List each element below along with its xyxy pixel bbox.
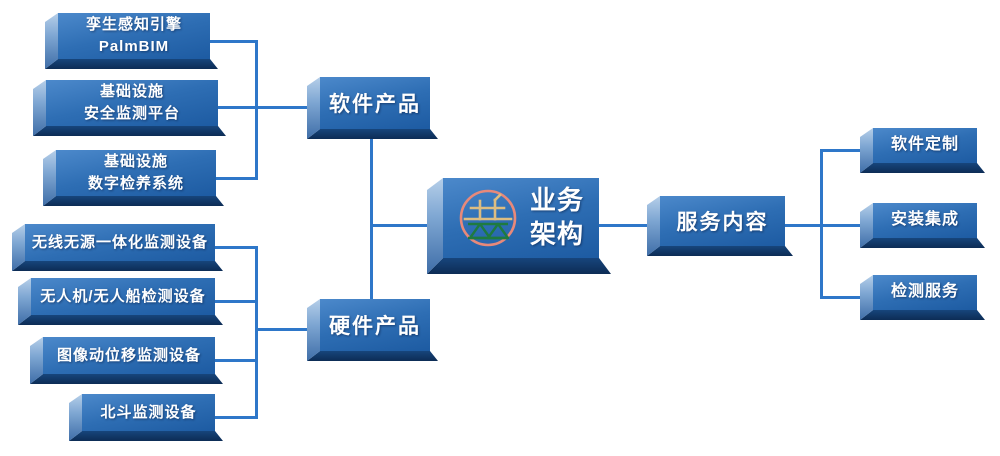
box-face: 软件产品 [320,77,430,129]
box-bottom-face [33,126,226,136]
node-label: 检测服务 [890,283,959,301]
box-left-face [860,128,873,173]
connector-bus-r3 [820,296,865,299]
box-face: 基础设施 数字检养系统 [56,150,216,196]
box-face: 孪生感知引擎 PalmBIM [58,13,210,59]
node-label: 图像动位移监测设备 [56,346,201,364]
box-left-face [69,394,82,441]
node-label: 软件定制 [890,136,959,154]
box-left-face [860,275,873,320]
box-left-face [307,299,320,361]
box-bottom-face [69,431,223,441]
node-beidou-monitor: 北斗监测设备 [69,394,215,441]
node-testing-service: 检测服务 [860,275,977,320]
connector-hw3-bus [210,359,258,362]
bus-hardware [255,246,258,419]
box-face: 软件定制 [873,128,977,163]
node-infra-safety-platform: 基础设施 安全监测平台 [33,80,218,136]
node-label: 软件产品 [329,93,421,116]
node-label-line: 孪生感知引擎 [85,16,182,34]
connector-hw4-bus [210,416,258,419]
trunk-software-hardware [370,139,373,301]
connector-bus-r1 [820,149,865,152]
box-bottom-face [45,59,218,69]
box-left-face [45,13,58,69]
center-title: 业务 架构 [530,184,584,252]
box-left-face [12,224,25,271]
node-label-line: 基础设施 [99,83,164,101]
node-infra-digital-inspection: 基础设施 数字检养系统 [43,150,216,206]
node-uav-usv-inspection: 无人机/无人船检测设备 [18,278,215,325]
box-left-face [33,80,46,136]
box-face: 服务内容 [660,196,785,246]
center-title-line: 业务 [529,185,584,216]
box-left-face [427,178,443,274]
box-left-face [43,150,56,206]
box-bottom-face [30,374,223,384]
connector-center-service [597,224,650,227]
box-bottom-face [43,196,224,206]
box-face: 业务 架构 [443,178,599,258]
box-face: 安装集成 [873,203,977,238]
box-left-face [647,196,660,256]
box-face: 检测服务 [873,275,977,310]
node-business-architecture: 业务 架构 [427,178,599,274]
node-palmbim-engine: 孪生感知引擎 PalmBIM [45,13,210,69]
box-left-face [30,337,43,384]
box-bottom-face [12,261,223,271]
box-bottom-face [647,246,793,256]
box-face: 无线无源一体化监测设备 [25,224,215,261]
node-label-line: 安全监测平台 [83,105,180,122]
connector-hw2-bus [210,300,258,303]
node-label-line: PalmBIM [98,38,170,55]
connector-sw1-bus [205,40,258,43]
center-title-line: 架构 [529,219,584,249]
box-face: 无人机/无人船检测设备 [31,278,215,315]
node-label: 安装集成 [890,211,959,229]
connector-sw3-bus [211,177,258,180]
connector-hw1-bus [210,246,258,249]
box-face: 图像动位移监测设备 [43,337,215,374]
box-bottom-face [307,129,438,139]
node-label-line: 数字检养系统 [87,175,184,192]
node-software-customization: 软件定制 [860,128,977,173]
box-bottom-face [860,310,985,320]
node-installation-integration: 安装集成 [860,203,977,248]
box-face: 基础设施 安全监测平台 [46,80,218,126]
node-label: 无线无源一体化监测设备 [31,233,208,251]
box-left-face [18,278,31,325]
connector-bus-hardware-node [255,328,312,331]
box-bottom-face [307,351,438,361]
node-label: 硬件产品 [329,315,421,338]
box-bottom-face [860,163,985,173]
node-label: 北斗监测设备 [100,403,197,421]
box-bottom-face [18,315,223,325]
box-left-face [860,203,873,248]
connector-trunk-center [370,224,432,227]
box-left-face [307,77,320,139]
bus-software [255,40,258,180]
node-hardware-products: 硬件产品 [307,299,430,361]
node-software-products: 软件产品 [307,77,430,139]
civil-engineering-logo-icon [459,189,517,247]
box-face: 北斗监测设备 [82,394,215,431]
node-service-content: 服务内容 [647,196,785,256]
box-bottom-face [860,238,985,248]
node-label-line: 基础设施 [103,153,168,171]
box-bottom-face [427,258,611,274]
node-wireless-passive-monitor: 无线无源一体化监测设备 [12,224,215,271]
node-label: 无人机/无人船检测设备 [40,287,206,305]
bus-service [820,149,823,299]
node-label: 服务内容 [676,211,769,234]
node-image-displacement-monitor: 图像动位移监测设备 [30,337,215,384]
box-face: 硬件产品 [320,299,430,351]
connector-sw2-software [213,106,313,109]
